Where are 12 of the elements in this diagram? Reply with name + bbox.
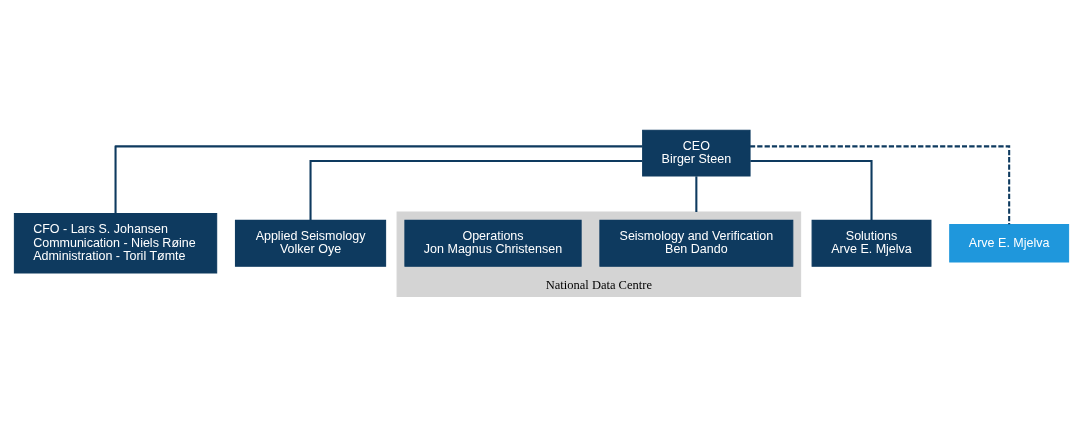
node-box: Solutions Arve E. Mjelva	[811, 219, 932, 267]
node-box: Operations Jon Magnus Christensen	[404, 219, 582, 267]
node-box: Seismology and Verification Ben Dando	[599, 219, 794, 267]
node-box: Arve E. Mjelva	[949, 224, 1070, 263]
connector	[695, 176, 698, 213]
connector	[309, 159, 643, 221]
connector	[750, 145, 1011, 225]
node-box: CEO Birger Steen	[642, 129, 751, 177]
connector	[114, 145, 643, 214]
connector	[750, 159, 873, 221]
node-box: CFO - Lars S. Johansen Communication - Niels Røine Administration - Toril Tømte	[13, 213, 218, 274]
node-box: Applied Seismology Volker Oye	[234, 219, 387, 267]
